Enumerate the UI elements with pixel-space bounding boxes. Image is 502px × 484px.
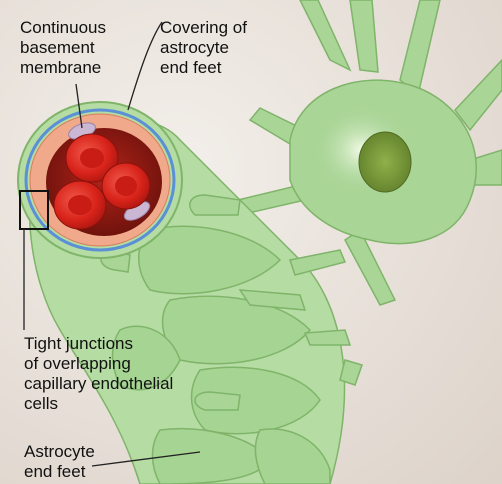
basement-membrane-leader: [75, 83, 83, 129]
nucleus: [358, 131, 412, 193]
label-tight-junctions: Tight junctions of overlapping capillary…: [24, 334, 174, 413]
end-feet-plates: [111, 225, 331, 484]
red-blood-cell-center: [80, 148, 104, 168]
red-blood-cell-center: [68, 195, 92, 215]
leader-lines: [23, 21, 201, 467]
red-blood-cell-center: [115, 176, 137, 196]
end-feet-leader: [91, 451, 201, 467]
tight-junction-box: [19, 190, 49, 230]
basement-membrane: [24, 108, 176, 252]
end-feet-stalks: [100, 194, 363, 411]
label-covering-of-astrocyte-end-feet: Covering of astrocyte end feet: [160, 18, 247, 77]
label-astrocyte-end-feet: Astrocyte end feet: [24, 442, 95, 481]
astrocyte-processes: [237, 0, 502, 306]
label-basement-membrane: Continuous basement membrane: [20, 18, 107, 77]
red-blood-cells: [53, 133, 151, 230]
covering-leader: [127, 21, 163, 111]
